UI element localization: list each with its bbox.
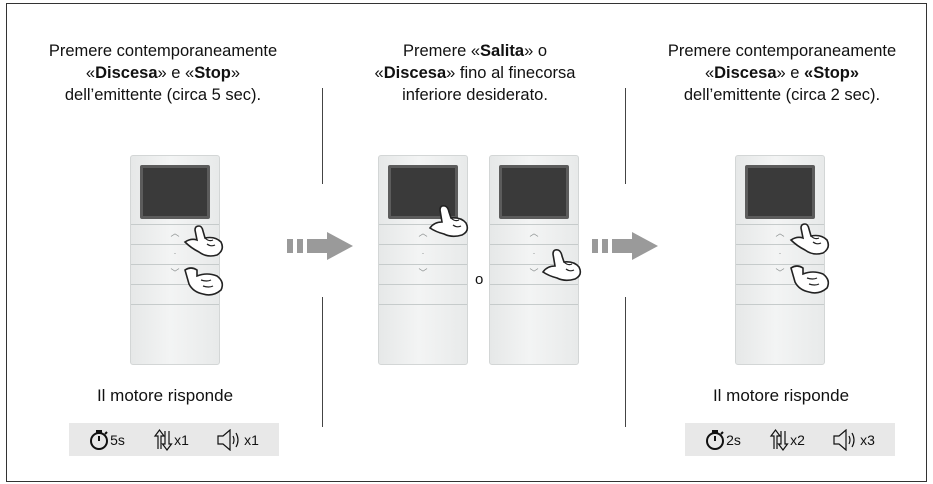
remote-screen [140,165,210,219]
divider-right-bottom [625,297,626,427]
step1-instruction: Premere contemporaneamente «Discesa» e «… [18,40,308,106]
remote-bottom-panel [131,304,219,364]
motor-response-label-right: Il motore risponde [712,386,850,405]
remote-stop-button: · [379,244,467,264]
divider-right-top [625,88,626,184]
feedback-movement-count: x1 [174,431,189,448]
step2-line3: inferiore desiderato. [402,86,548,104]
remote-up-button: ︿ [736,224,824,244]
remote-screen [745,165,815,219]
remote-down-button: ﹀ [736,264,824,284]
remote-up-button: ︿ [490,224,578,244]
pointing-hand-icon [790,265,830,294]
remote-bottom-panel [736,304,824,364]
speaker-icon [833,428,855,451]
up-down-arrows-icon [153,428,173,451]
feedback-sound: x1 [217,428,259,451]
feedback-movement: x1 [153,428,189,451]
remote-blank-button [490,284,578,304]
remote-blank-button [131,284,219,304]
stopwatch-icon [706,429,725,450]
motor-feedback-left: 5s x1 x1 [69,423,279,456]
remote-up-button: ︿ [379,224,467,244]
pointing-hand-icon [183,225,224,257]
remote-control-step2-down: ︿ · ﹀ [489,155,579,365]
step3-instruction: Premere contemporaneamente «Discesa» e «… [637,40,927,106]
remote-stop-button: · [490,244,578,264]
step1-line1: Premere contemporaneamente [48,42,278,60]
or-label: o [475,271,484,288]
motor-feedback-right: 2s x2 x3 [685,423,895,456]
step3-line3: dell’emittente (circa 2 sec). [683,86,881,104]
stopwatch-icon [90,429,109,450]
step2-discesa: Discesa [383,64,447,82]
step3-stop: «Stop» [804,64,860,82]
feedback-timer: 5s [89,429,125,451]
step1-line2: «Discesa» e «Stop» [85,64,241,82]
up-down-arrows-icon [769,428,789,451]
remote-blank-button [736,284,824,304]
remote-down-button: ﹀ [379,264,467,284]
step1-discesa: Discesa [95,64,158,82]
remote-bottom-panel [490,304,578,364]
step3-line1: Premere contemporaneamente [667,42,897,60]
divider-left-bottom [322,297,323,427]
dashed-right-arrow-icon [287,232,353,260]
step3-line2: «Discesa» e «Stop» [704,64,860,82]
step3-discesa: Discesa [714,64,777,82]
step2-instruction: Premere «Salita» o «Discesa» fino al fin… [334,40,616,106]
feedback-sound-count: x1 [244,431,259,448]
step1-line3: dell’emittente (circa 5 sec). [64,86,262,104]
pointing-hand-icon [789,223,830,255]
feedback-movement-count: x2 [790,431,805,448]
feedback-movement: x2 [769,428,805,451]
remote-blank-button [379,284,467,304]
feedback-timer: 2s [705,429,741,451]
remote-control-step3: ︿ · ﹀ [735,155,825,365]
pointing-hand-icon [184,267,224,296]
remote-control-step2-up: ︿ · ﹀ [378,155,468,365]
step2-line2: «Discesa» fino al finecorsa [374,64,576,82]
remote-down-button: ﹀ [490,264,578,284]
remote-stop-button: · [736,244,824,264]
step2-line1: Premere «Salita» o [403,42,547,60]
divider-left-top [322,88,323,184]
remote-stop-button: · [131,244,219,264]
remote-bottom-panel [379,304,467,364]
feedback-sound: x3 [833,428,875,451]
step1-stop: Stop [194,64,231,82]
speaker-icon [217,428,239,451]
pointing-hand-icon [541,249,582,282]
dashed-right-arrow-icon [592,232,658,260]
step2-salita: Salita [480,42,525,60]
remote-control-step1: ︿ · ﹀ [130,155,220,365]
motor-response-label-left: Il motore risponde [96,386,234,405]
feedback-sound-count: x3 [860,431,875,448]
pointing-hand-icon [428,205,469,238]
feedback-time-value: 2s [726,431,741,448]
remote-screen [499,165,569,219]
feedback-time-value: 5s [110,431,125,448]
remote-up-button: ︿ [131,224,219,244]
remote-down-button: ﹀ [131,264,219,284]
